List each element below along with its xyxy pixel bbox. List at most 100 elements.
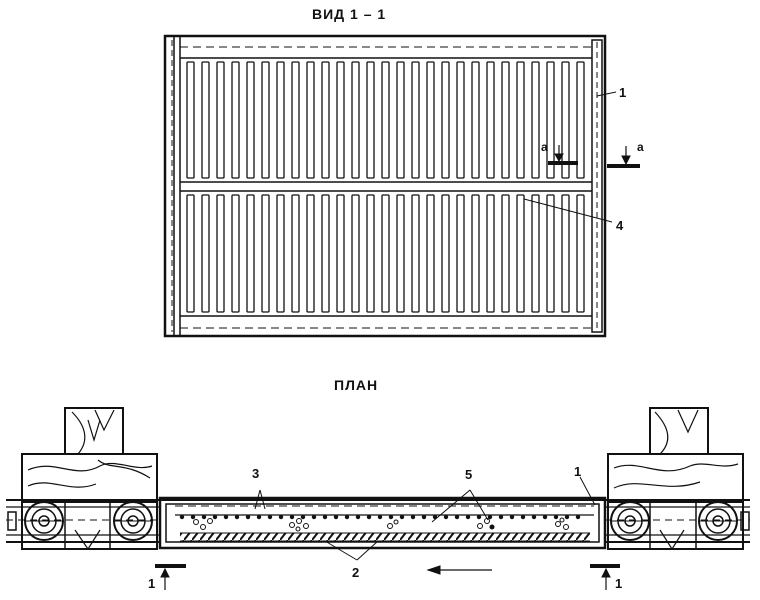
view-title: ВИД 1 – 1 bbox=[312, 6, 387, 22]
slat bbox=[561, 61, 570, 179]
tube-dot bbox=[179, 514, 185, 520]
slat bbox=[336, 61, 345, 179]
slat bbox=[381, 194, 390, 313]
view-right-edge-bar bbox=[591, 39, 603, 333]
slat bbox=[366, 194, 375, 313]
slat bbox=[321, 194, 330, 313]
tube-dot bbox=[410, 514, 416, 520]
tube-dot bbox=[212, 514, 218, 520]
slat bbox=[576, 61, 585, 179]
slats-upper bbox=[186, 61, 585, 179]
slat bbox=[426, 194, 435, 313]
slat bbox=[366, 61, 375, 179]
slat bbox=[471, 61, 480, 179]
tube-dot bbox=[355, 514, 361, 520]
label-plan-1: 1 bbox=[574, 464, 581, 479]
slat bbox=[501, 194, 510, 313]
slat bbox=[501, 61, 510, 179]
slat bbox=[456, 194, 465, 313]
tube-row bbox=[179, 514, 581, 520]
tube-dot bbox=[256, 514, 262, 520]
tube-dot bbox=[377, 514, 383, 520]
front-view bbox=[163, 34, 640, 338]
tube-dot bbox=[300, 514, 306, 520]
label-view-a-left: а bbox=[541, 140, 548, 154]
tube-dot bbox=[201, 514, 207, 520]
plan-view bbox=[6, 407, 750, 590]
tube-dot bbox=[234, 514, 240, 520]
label-plan-cut-right: 1 bbox=[615, 576, 622, 591]
slat bbox=[561, 194, 570, 313]
slats-lower bbox=[186, 194, 585, 313]
slat bbox=[516, 61, 525, 179]
slat bbox=[246, 61, 255, 179]
slat bbox=[261, 194, 270, 313]
tube-dot bbox=[509, 514, 515, 520]
slat bbox=[201, 194, 210, 313]
slat bbox=[276, 61, 285, 179]
tube-dot bbox=[454, 514, 460, 520]
wood-block-left bbox=[21, 407, 158, 551]
leader-4 bbox=[523, 198, 613, 223]
tube-dot bbox=[487, 514, 493, 520]
slat bbox=[411, 194, 420, 313]
tube-dot bbox=[421, 514, 427, 520]
slat bbox=[276, 194, 285, 313]
slat bbox=[216, 61, 225, 179]
tube-dot bbox=[388, 514, 394, 520]
slat bbox=[546, 194, 555, 313]
slat bbox=[531, 61, 540, 179]
tube-dot bbox=[531, 514, 537, 520]
slat bbox=[321, 61, 330, 179]
tube-dot bbox=[399, 514, 405, 520]
tube-dot bbox=[344, 514, 350, 520]
tube-dot bbox=[278, 514, 284, 520]
label-view-a-right: а bbox=[637, 140, 644, 154]
tube-dot bbox=[322, 514, 328, 520]
tube-dot bbox=[476, 514, 482, 520]
slat bbox=[531, 194, 540, 313]
slat bbox=[201, 61, 210, 179]
tube-dot bbox=[245, 514, 251, 520]
tube-dot bbox=[520, 514, 526, 520]
label-plan-5: 5 bbox=[465, 467, 472, 482]
slat bbox=[246, 194, 255, 313]
tube-dot bbox=[289, 514, 295, 520]
tube-dot bbox=[465, 514, 471, 520]
slat bbox=[486, 194, 495, 313]
slat bbox=[396, 194, 405, 313]
label-view-1: 1 bbox=[619, 85, 626, 100]
tube-dot bbox=[553, 514, 559, 520]
tube-dot bbox=[190, 514, 196, 520]
particles bbox=[193, 517, 569, 532]
slat bbox=[456, 61, 465, 179]
slat bbox=[351, 194, 360, 313]
slat bbox=[186, 194, 195, 313]
tray bbox=[158, 496, 607, 550]
slat bbox=[396, 61, 405, 179]
tube-dot bbox=[267, 514, 273, 520]
slat bbox=[351, 61, 360, 179]
tube-dot bbox=[366, 514, 372, 520]
label-plan-2: 2 bbox=[352, 565, 359, 580]
tube-dot bbox=[564, 514, 570, 520]
hatched-bottom bbox=[180, 533, 590, 541]
tube-dot bbox=[575, 514, 581, 520]
label-view-4: 4 bbox=[616, 218, 624, 233]
wood-block-right bbox=[607, 407, 744, 551]
wheel-right-2 bbox=[698, 501, 738, 541]
wheel-right-1 bbox=[610, 501, 650, 541]
plan-title: ПЛАН bbox=[334, 377, 379, 393]
view-outer-frame bbox=[163, 34, 607, 338]
slat bbox=[336, 194, 345, 313]
slat bbox=[516, 194, 525, 313]
wheel-left-2 bbox=[113, 501, 153, 541]
tube-dot bbox=[333, 514, 339, 520]
slat bbox=[426, 61, 435, 179]
slat bbox=[441, 194, 450, 313]
tube-dot bbox=[542, 514, 548, 520]
slat bbox=[576, 194, 585, 313]
slat bbox=[261, 61, 270, 179]
